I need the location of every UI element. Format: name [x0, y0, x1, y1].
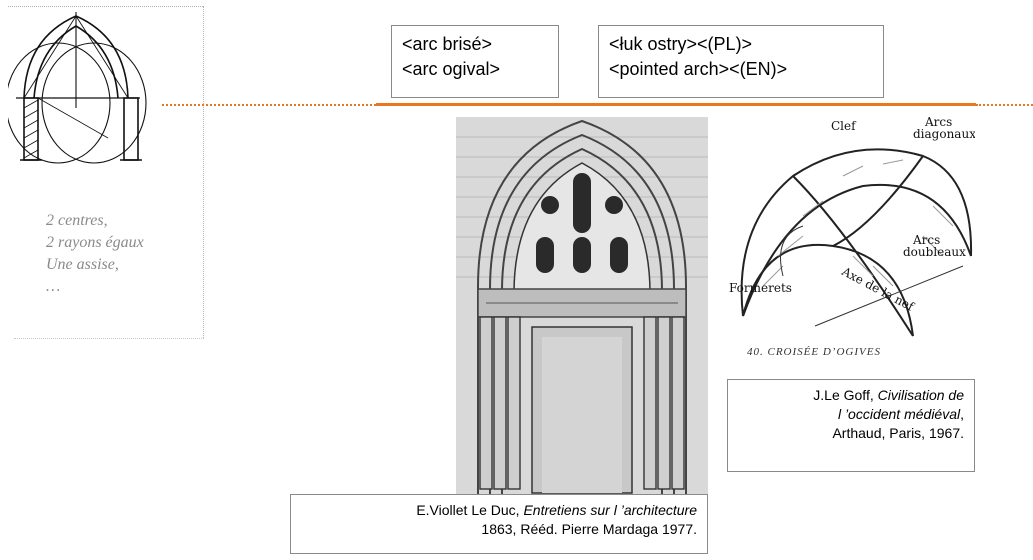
term-line: <arc brisé>	[402, 34, 493, 54]
pointed-arch-construction-diagram	[8, 12, 147, 164]
label-arcs-doubleaux: doubleaux	[903, 245, 966, 259]
vault-figure-title: 40. CROISÉE D’OGIVES	[747, 346, 881, 358]
note-line: …	[46, 278, 61, 295]
term-line: <arc ogival>	[402, 59, 501, 79]
panel-frame-top	[8, 6, 203, 7]
caption-author: E.Viollet Le Duc,	[416, 502, 524, 518]
label-formerets: Formerets	[729, 281, 792, 295]
gothic-window-engraving	[456, 117, 708, 495]
note-line: 2 rayons égaux	[46, 234, 144, 251]
construction-panel: 2 centres, 2 rayons égaux Une assise, …	[0, 0, 205, 340]
term-line: <łuk ostry><(PL)>	[609, 34, 753, 54]
label-arcs-diagonaux: diagonaux	[913, 127, 975, 141]
caption-edition: 1863, Rééd. Pierre Mardaga 1977.	[481, 521, 697, 537]
timeline-line	[376, 103, 976, 106]
construction-notes: 2 centres, 2 rayons égaux Une assise, …	[46, 210, 144, 298]
caption-title: Civilisation de	[877, 387, 964, 403]
term-box-translations: <łuk ostry><(PL)> <pointed arch><(EN)>	[598, 25, 884, 98]
caption-punct: ,	[960, 406, 964, 422]
rib-vault-illustration: Clef Arcs diagonaux Arcs doubleaux Forme…	[729, 116, 975, 337]
timeline-dotted-left	[162, 104, 376, 106]
caption-viollet-le-duc: E.Viollet Le Duc, Entretiens sur l ’arch…	[290, 494, 708, 554]
panel-frame-right	[203, 6, 204, 338]
label-arcs-doubleaux: Arcs	[912, 233, 940, 247]
term-box-french: <arc brisé> <arc ogival>	[391, 25, 559, 98]
label-clef: Clef	[831, 119, 857, 133]
caption-le-goff: J.Le Goff, Civilisation de l ’occident m…	[727, 379, 975, 472]
caption-title: l ’occident médiéval	[837, 406, 961, 422]
term-line: <pointed arch><(EN)>	[609, 59, 788, 79]
caption-publisher: Arthaud, Paris, 1967.	[832, 425, 964, 441]
label-arcs-diagonaux: Arcs	[924, 116, 952, 129]
caption-title: Entretiens sur l ’architecture	[523, 502, 697, 518]
timeline-dotted-right	[976, 104, 1033, 106]
note-line: 2 centres,	[46, 212, 108, 229]
caption-author: J.Le Goff,	[813, 387, 878, 403]
note-line: Une assise,	[46, 256, 119, 273]
panel-frame-bottom	[14, 338, 204, 339]
